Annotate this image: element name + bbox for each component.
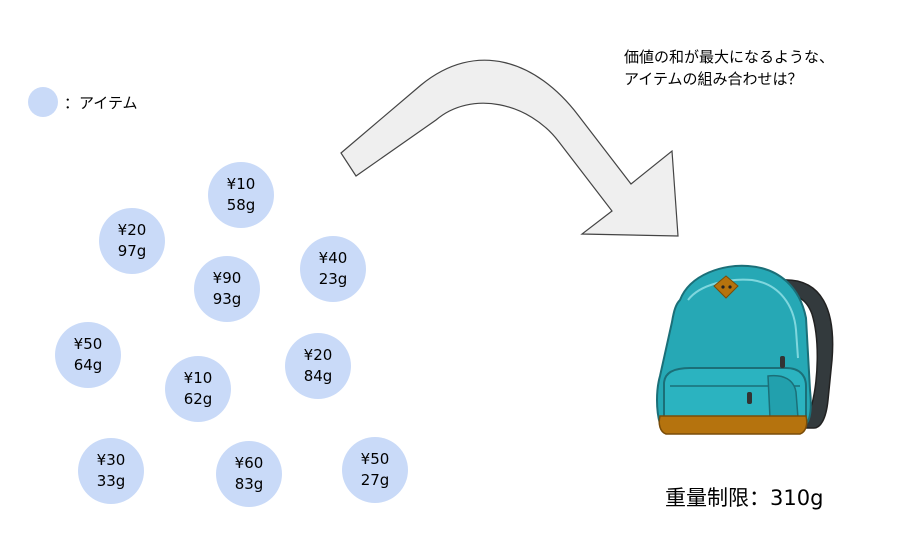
item-circle: ¥10 62g (165, 356, 231, 422)
question-text: 価値の和が最大になるような、 アイテムの組み合わせは？ (624, 46, 834, 90)
backpack-bottom (658, 415, 808, 435)
arrow-shape (340, 59, 679, 237)
item-price: ¥50 (360, 450, 390, 468)
item-circle: ¥90 93g (194, 256, 260, 322)
item-circle: ¥40 23g (300, 236, 366, 302)
backpack-strap (781, 279, 834, 429)
item-price: ¥10 (183, 369, 213, 387)
item-weight: 64g (73, 356, 103, 374)
zipper-pull-icon (780, 356, 785, 368)
item-circle: ¥30 33g (78, 438, 144, 504)
item-weight: 23g (318, 270, 348, 288)
item-price: ¥30 (96, 451, 126, 469)
item-price: ¥90 (212, 269, 242, 287)
question-line-2: アイテムの組み合わせは？ (624, 70, 803, 88)
item-circle: ¥60 83g (216, 441, 282, 507)
item-weight: 58g (226, 196, 256, 214)
backpack-leather-patch (713, 275, 739, 299)
item-circle: ¥20 84g (285, 333, 351, 399)
item-price: ¥10 (226, 175, 256, 193)
item-price: ¥50 (73, 335, 103, 353)
item-weight: 83g (234, 475, 264, 493)
legend-label: ：アイテム (64, 93, 138, 112)
backpack-side-pocket (767, 374, 799, 419)
backpack-zipper (687, 278, 799, 359)
item-price: ¥60 (234, 454, 264, 472)
zipper-pull-icon (747, 392, 752, 404)
item-price: ¥40 (318, 249, 348, 267)
item-weight: 84g (303, 367, 333, 385)
item-circle: ¥10 58g (208, 162, 274, 228)
item-circle: ¥20 97g (99, 208, 165, 274)
item-weight: 97g (117, 242, 147, 260)
item-weight: 33g (96, 472, 126, 490)
item-weight: 27g (360, 471, 390, 489)
weight-limit-label: 重量制限：310g (665, 486, 824, 510)
item-circle: ¥50 64g (55, 322, 121, 388)
item-weight: 62g (183, 390, 213, 408)
item-price: ¥20 (303, 346, 333, 364)
item-price: ¥20 (117, 221, 147, 239)
item-weight: 93g (212, 290, 242, 308)
legend-item-marker (28, 87, 58, 117)
legend: ：アイテム (28, 86, 138, 118)
question-line-1: 価値の和が最大になるような、 (624, 48, 835, 66)
item-circle: ¥50 27g (342, 437, 408, 503)
